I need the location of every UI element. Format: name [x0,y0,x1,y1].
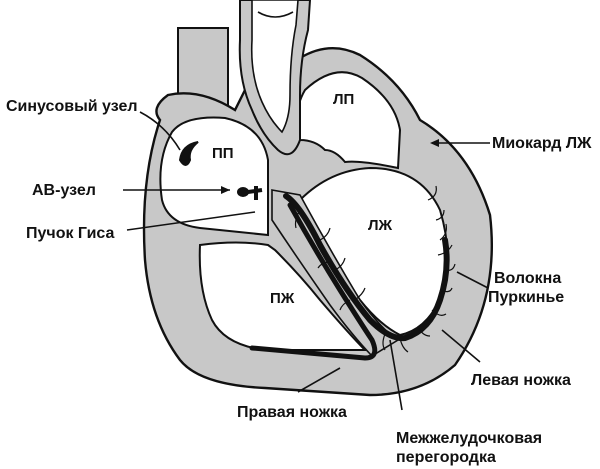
chamber-label-left-atrium: ЛП [333,91,354,108]
aorta-lumen [250,0,299,134]
left-bundle-branch [283,193,450,342]
leader-right-bundle [297,367,341,393]
leader-purkinje [456,271,489,289]
label-sinus-node: Синусовый узел [6,98,138,115]
label-septum-line2: перегородка [396,449,496,466]
his-bundle [247,186,263,200]
leader-left-bundle [441,329,481,363]
right-ventricle-cavity [198,241,368,351]
leader-sinus-node [139,111,181,151]
label-purkinje-line2: Пуркинье [488,289,564,306]
label-his-bundle: Пучок Гиса [26,225,115,242]
leader-his-bundle [126,211,256,231]
label-av-node: АВ-узел [32,182,96,199]
label-purkinje-line1: Волокна [494,270,561,287]
right-bundle-branch [249,202,378,361]
sinus-node [178,141,199,166]
purkinje-fibers [294,185,456,353]
label-myocardium-lv: Миокард ЛЖ [492,135,592,152]
label-septum-line1: Межжелудочковая [396,430,542,447]
chamber-label-right-atrium: ПП [212,145,234,162]
leader-septum [389,339,403,411]
label-left-bundle: Левая ножка [471,372,571,389]
chamber-label-left-ventricle: ЛЖ [368,217,393,234]
av-node [237,187,249,197]
chamber-label-right-ventricle: ПЖ [270,290,295,307]
label-right-bundle: Правая ножка [237,404,347,421]
